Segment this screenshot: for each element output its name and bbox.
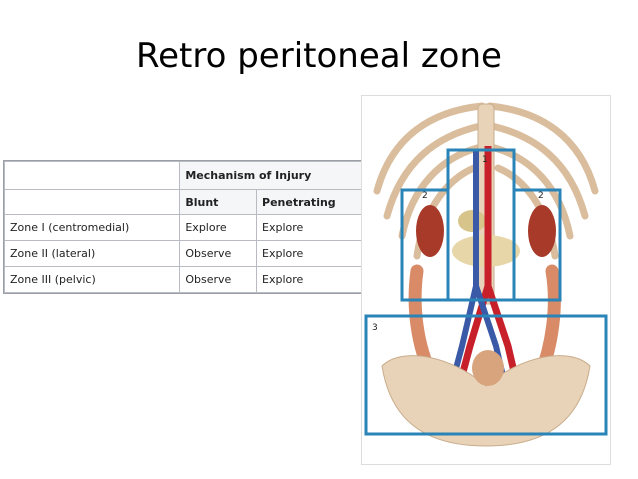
table-row: Zone I (centromedial) Explore Explore (3, 214, 371, 241)
row-penetrating: Explore (256, 240, 371, 267)
table-corner-cell (3, 161, 181, 190)
zone-label-2-left: 2 (422, 191, 428, 201)
retroperitoneal-anatomy-figure: 1 2 2 3 (361, 95, 611, 465)
right-kidney (528, 205, 556, 257)
row-blunt: Explore (179, 214, 258, 241)
zone-label-2-right: 2 (538, 191, 544, 201)
duodenum (458, 210, 486, 232)
zone-label-1: 1 (482, 155, 488, 165)
column-header-blunt: Blunt (179, 189, 258, 215)
row-penetrating: Explore (256, 214, 371, 241)
zone-2-left-box (400, 188, 450, 302)
row-zone: Zone III (pelvic) (3, 266, 181, 293)
row-zone: Zone II (lateral) (3, 240, 181, 267)
anatomy-illustration: 1 2 2 3 (364, 102, 608, 447)
rib-cage (373, 102, 599, 260)
column-header-penetrating: Penetrating (256, 189, 371, 215)
table-row: Zone III (pelvic) Observe Explore (3, 266, 371, 293)
left-kidney (416, 205, 444, 257)
row-blunt: Observe (179, 266, 258, 293)
bladder (472, 350, 504, 386)
mechanism-of-injury-table: Mechanism of Injury Blunt Penetrating Zo… (3, 160, 372, 294)
table-empty-cell (3, 189, 181, 215)
row-penetrating: Explore (256, 266, 371, 293)
row-zone: Zone I (centromedial) (3, 214, 181, 241)
zone-label-3: 3 (372, 323, 378, 333)
row-blunt: Observe (179, 240, 258, 267)
zone-3-box (364, 314, 608, 436)
pelvis (381, 355, 591, 447)
zone-outlines (364, 148, 608, 436)
mechanism-header: Mechanism of Injury (179, 161, 371, 190)
table-row: Zone II (lateral) Observe Explore (3, 240, 371, 267)
slide-title: Retro peritoneal zone (136, 36, 502, 76)
zone-2-right-box (512, 188, 562, 302)
